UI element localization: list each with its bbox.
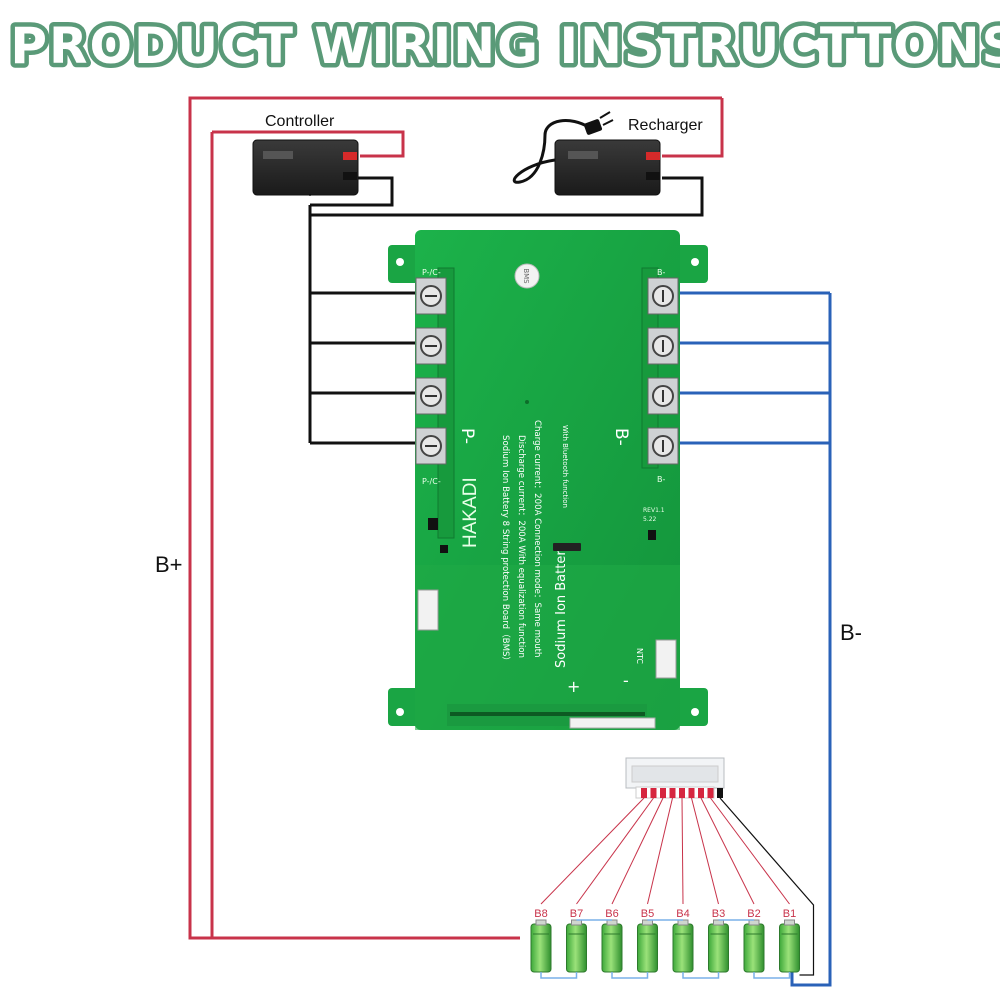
power-plug-icon <box>583 111 614 135</box>
balance-leads <box>540 797 815 976</box>
connector-pin <box>717 788 723 798</box>
connector-pin <box>679 788 685 798</box>
plus-sign: + <box>567 677 580 696</box>
b-label-bottom: B- <box>657 475 665 484</box>
b-terminal-1 <box>647 277 679 315</box>
cell-label: B1 <box>783 908 796 920</box>
left-terminal-label: P- <box>457 428 477 444</box>
controller-device <box>252 139 359 196</box>
cell-label: B2 <box>747 908 760 920</box>
controller-label: Controller <box>265 113 335 130</box>
balance-lead <box>681 797 684 905</box>
p-terminal-4 <box>415 427 447 465</box>
b-terminal-3 <box>647 377 679 415</box>
page-title: PRODUCT WIRING INSTRUCTTONS <box>10 17 1000 75</box>
battery-cell-b2: B2 <box>743 908 765 973</box>
rev-label: REV1.1 <box>643 507 665 514</box>
battery-cell-b4: B4 <box>672 908 694 973</box>
cell-label: B3 <box>712 908 725 920</box>
connector-pin <box>641 788 647 798</box>
balance-connector <box>625 757 725 799</box>
connector-pin <box>698 788 704 798</box>
b-label-top: B- <box>657 268 665 277</box>
balance-lead <box>700 797 755 905</box>
cell-link <box>611 972 649 979</box>
recharger-label: Recharger <box>628 117 703 134</box>
battery-cell-b3: B3 <box>708 908 729 973</box>
balance-lead <box>647 797 673 905</box>
connector-pin <box>650 788 657 798</box>
cell-label: B7 <box>570 908 583 920</box>
cell-label: B8 <box>534 908 547 920</box>
b-plus-label: B+ <box>155 552 183 577</box>
balance-lead <box>691 797 719 905</box>
p-terminal-3 <box>415 377 447 415</box>
b-terminal-4 <box>647 427 679 465</box>
p-terminal-2 <box>415 327 447 365</box>
battery-cell-b1: B1 <box>779 908 800 973</box>
product-name: Sodium Ion Battery <box>554 542 569 668</box>
balance-lead <box>576 797 654 905</box>
b-terminal-2 <box>647 327 679 365</box>
pc-label-top: P-/C- <box>422 268 441 277</box>
cell-link <box>540 972 578 979</box>
brand-name: HAKADI <box>460 477 481 548</box>
battery-cell-b8: B8 <box>530 908 552 973</box>
rev-sub-label: 5.22 <box>643 516 657 523</box>
cell-label: B6 <box>605 908 618 920</box>
battery-cell-b7: B7 <box>566 908 587 973</box>
b-plus-wire <box>188 96 724 940</box>
battery-cell-b6: B6 <box>601 908 623 973</box>
balance-lead-negative <box>719 797 815 976</box>
balance-lead <box>611 797 664 905</box>
board-spec-line-4: With Bluetooth function <box>561 425 569 508</box>
cell-link <box>682 972 720 979</box>
connector-pin <box>660 788 666 798</box>
b-minus-label: B- <box>840 620 862 645</box>
cell-label: B4 <box>676 908 689 920</box>
cell-links <box>540 919 791 979</box>
board-spec-line-3: Charge current：200A Connection mode：Same… <box>532 420 542 658</box>
connector-pins <box>641 788 723 798</box>
battery-cell-b5: B5 <box>637 908 658 973</box>
b-minus-wire <box>665 291 832 987</box>
cell-label: B5 <box>641 908 654 920</box>
connector-pin <box>707 788 714 798</box>
bms-badge-text: BMS <box>522 268 530 284</box>
connector-pin <box>669 788 676 798</box>
bms-badge <box>514 263 540 289</box>
battery-cells: B8 B7 B6 B5 B4 B3 B2 B1 <box>530 908 800 973</box>
right-terminal-label: B- <box>611 428 631 446</box>
board-spec-line-1: Sodium Ion Battery 8 String protection B… <box>500 435 511 665</box>
bms-board: P-/C- P-/C- B- B- BMS P- B- HAKADI Sodiu… <box>388 230 708 730</box>
p-terminal-1 <box>415 277 447 315</box>
pc-label-bottom: P-/C- <box>422 477 441 486</box>
minus-sign: - <box>623 671 629 690</box>
p-minus-wire <box>308 176 704 445</box>
balance-lead <box>540 797 645 905</box>
cell-link <box>753 972 791 979</box>
recharger-device <box>512 111 661 196</box>
board-spec-line-2: Discharge current：200A With equalization… <box>516 435 526 658</box>
balance-lead <box>710 797 790 905</box>
ntc-label: NTC <box>635 648 644 664</box>
connector-pin <box>688 788 695 798</box>
